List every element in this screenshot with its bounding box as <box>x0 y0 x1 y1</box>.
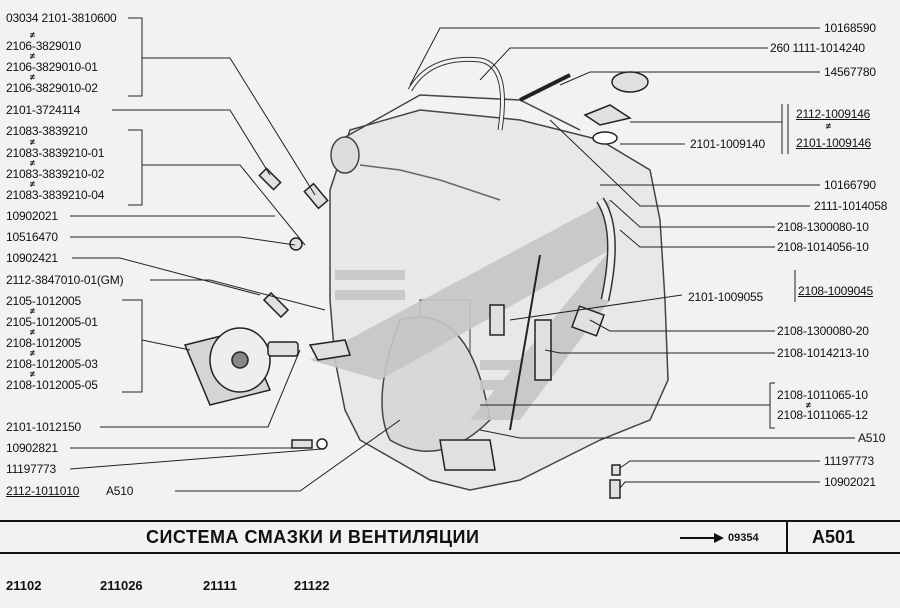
part-label-r12: 2101-1009055 <box>688 290 764 304</box>
part-label-l1: 03034 2101-3810600 <box>6 11 117 25</box>
part-label-l11: 10516470 <box>6 230 58 244</box>
part-label-l20: 10902821 <box>6 441 58 455</box>
oil-pump-part <box>308 339 351 361</box>
part-label-r5: 2101-1009140 <box>690 137 766 151</box>
part-label-r16: 2108-1011065-12 <box>777 408 868 422</box>
bolt2-part <box>609 479 621 499</box>
part-label-r6: 2101-1009146 <box>796 136 872 150</box>
neq-mark: ≠ <box>30 179 35 189</box>
part-label-l9: 21083-3839210-04 <box>6 188 105 202</box>
washer-part <box>316 438 328 450</box>
figure-number: 09354 <box>728 532 759 544</box>
part-label-r2: 260 1111-1014240 <box>770 41 865 55</box>
part-label-l19: 2101-1012150 <box>6 420 82 434</box>
title-bar <box>0 520 900 554</box>
sensor-part <box>258 167 282 191</box>
part-label-l8: 21083-3839210-02 <box>6 167 105 181</box>
part-label-r9: 2108-1300080-10 <box>777 220 869 234</box>
dipstick-tube-part <box>509 254 541 431</box>
model-label: 21111 <box>203 578 237 593</box>
part-label-l21: 11197773 <box>6 462 57 476</box>
part-label-l2: 2106-3829010 <box>6 39 82 53</box>
gasket-part <box>583 104 632 126</box>
part-label-l7: 21083-3839210-01 <box>6 146 105 160</box>
section-code: A501 <box>812 527 856 547</box>
neq-mark: ≠ <box>30 30 35 40</box>
oil-pressure-sensor-part <box>303 182 329 210</box>
part-label-l12: 10902421 <box>6 251 58 265</box>
oil-filter-part <box>183 327 272 406</box>
model-label: 21102 <box>6 578 42 593</box>
part-label-l14: 2105-1012005 <box>6 294 82 308</box>
divider <box>786 522 788 552</box>
neq-mark: ≠ <box>30 306 35 316</box>
part-label-l5: 2101-3724114 <box>6 103 81 117</box>
neq-mark: ≠ <box>30 369 35 379</box>
oil-level-sensor-part <box>262 291 290 319</box>
oil-separator-part <box>534 319 552 381</box>
neq-mark: ≠ <box>30 348 35 358</box>
part-label-r3: 14567780 <box>824 65 876 79</box>
page-title: СИСТЕМА СМАЗКИ И ВЕНТИЛЯЦИИ <box>146 527 480 547</box>
part-label-l6: 21083-3839210 <box>6 124 88 138</box>
lubrication-system-diagram <box>69 17 855 499</box>
drain-plug-part <box>291 439 313 449</box>
part-label-r11: 2108-1009045 <box>798 284 874 298</box>
parts-drawing <box>183 56 649 499</box>
part-label-r4: 2112-1009146 <box>796 107 871 121</box>
part-label-r14: 2108-1014213-10 <box>777 346 869 360</box>
tube-guide-part <box>489 304 505 336</box>
material-label-r17: A510 <box>858 431 886 445</box>
model-label: 21122 <box>294 578 330 593</box>
part-label-r15: 2108-1011065-10 <box>777 388 868 402</box>
part-label-l3: 2106-3829010-01 <box>6 60 98 74</box>
neq-mark: ≠ <box>30 327 35 337</box>
part-label-l17: 2108-1012005-03 <box>6 357 98 371</box>
oil-cap-part <box>611 71 649 93</box>
material-label-l22b: A510 <box>106 484 134 498</box>
leader-lines <box>69 17 855 492</box>
part-label-r13: 2108-1300080-20 <box>777 324 869 338</box>
part-label-l15: 2105-1012005-01 <box>6 315 98 329</box>
part-label-l18: 2108-1012005-05 <box>6 378 98 392</box>
part-label-r8: 2111-1014058 <box>814 199 888 213</box>
part-label-r1: 10168590 <box>824 21 876 35</box>
filter-fitting-part <box>267 341 299 357</box>
neq-mark: ≠ <box>30 51 35 61</box>
part-label-r7: 10166790 <box>824 178 876 192</box>
arrow-right-icon <box>680 533 724 543</box>
model-label: 211026 <box>100 578 143 593</box>
part-label-l4: 2106-3829010-02 <box>6 81 98 95</box>
part-label-l16: 2108-1012005 <box>6 336 82 350</box>
part-label-r19: 10902021 <box>824 475 876 489</box>
neq-mark: ≠ <box>806 400 811 410</box>
neq-mark: ≠ <box>826 121 831 131</box>
neq-mark: ≠ <box>30 137 35 147</box>
part-label-l10: 10902021 <box>6 209 58 223</box>
oil-pickup-part <box>439 439 496 471</box>
neq-mark: ≠ <box>30 158 35 168</box>
part-label-r10: 2108-1014056-10 <box>777 240 869 254</box>
bolt-part <box>611 464 621 476</box>
dipstick-part <box>519 73 571 102</box>
neq-mark: ≠ <box>30 72 35 82</box>
seal-part <box>592 131 618 145</box>
part-label-l22: 2112-1011010 <box>6 484 80 498</box>
part-label-r18: 11197773 <box>824 454 875 468</box>
part-label-l13: 2112-3847010-01(GM) <box>6 273 124 287</box>
